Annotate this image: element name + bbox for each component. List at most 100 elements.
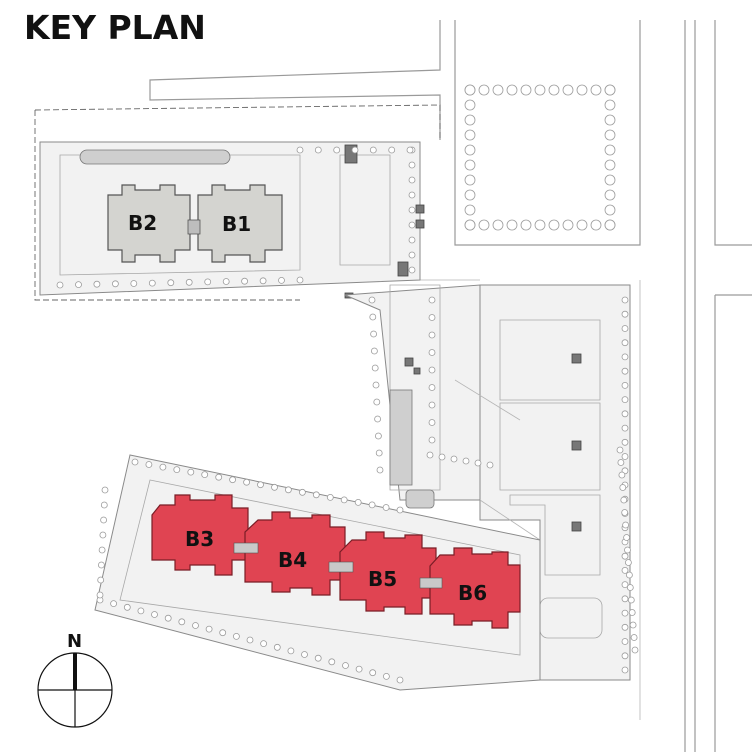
tree-icon	[631, 646, 639, 654]
tree-icon	[621, 310, 629, 318]
tree-icon	[151, 611, 158, 618]
tree-icon	[205, 625, 213, 633]
tree-icon	[232, 633, 240, 640]
tree-icon	[621, 623, 629, 631]
tree-icon	[617, 459, 625, 466]
tree-icon	[621, 552, 629, 560]
tree-icon	[428, 401, 436, 409]
tree-icon	[131, 458, 139, 466]
tree-icon	[296, 276, 304, 284]
tree-icon	[621, 296, 629, 304]
tree-icon	[396, 506, 404, 514]
tree-icon	[100, 516, 107, 524]
tree-icon	[464, 114, 476, 126]
tree-icon	[562, 84, 574, 96]
tree-icon	[112, 280, 119, 288]
tree-icon	[626, 584, 634, 591]
tree-icon	[478, 84, 490, 96]
tree-icon	[621, 396, 629, 404]
tree-icon	[621, 595, 629, 603]
tree-icon	[464, 84, 476, 96]
tree-icon	[604, 114, 616, 126]
tree-icon	[628, 609, 636, 616]
tree-icon	[604, 159, 616, 171]
tree-icon	[342, 662, 349, 669]
tree-icon	[376, 466, 384, 474]
tree-icon	[590, 219, 602, 231]
tree-icon	[296, 146, 304, 154]
tree-icon	[506, 84, 518, 96]
tree-icon	[621, 666, 629, 674]
key-plan-title: KEY PLAN	[24, 8, 206, 47]
tree-icon	[548, 84, 560, 96]
tree-icon	[215, 473, 223, 481]
tree-icon	[408, 176, 416, 184]
tree-icon	[621, 581, 629, 588]
tree-icon	[621, 381, 629, 389]
tree-icon	[408, 206, 416, 214]
building-b6: B6	[429, 547, 521, 629]
tree-icon	[370, 347, 378, 355]
tree-icon	[222, 278, 230, 285]
tree-icon	[464, 189, 476, 201]
tree-icon	[101, 486, 109, 494]
tree-icon	[621, 325, 629, 332]
tree-icon	[192, 622, 199, 629]
tree-icon	[621, 353, 629, 361]
tree-icon	[388, 146, 396, 154]
tree-icon	[625, 559, 632, 566]
tree-icon	[621, 652, 629, 660]
tree-icon	[241, 277, 249, 285]
tree-icon	[375, 449, 383, 457]
tree-icon	[259, 277, 267, 285]
tree-icon	[428, 436, 436, 444]
tree-icon	[621, 424, 629, 432]
building-label-b5: B5	[368, 567, 397, 591]
tree-icon	[110, 600, 117, 607]
tree-icon	[464, 129, 476, 141]
compass-north-label: N	[67, 631, 82, 652]
building-label-b4: B4	[278, 548, 307, 572]
tree-icon	[604, 99, 616, 111]
tree-icon	[478, 219, 490, 231]
tree-icon	[204, 278, 212, 286]
tree-icon	[201, 471, 209, 479]
tree-icon	[604, 129, 616, 141]
east-parcels	[454, 284, 631, 681]
tree-icon	[624, 546, 631, 554]
tree-icon	[621, 438, 629, 446]
tree-icon	[548, 219, 560, 231]
tree-icon	[98, 546, 106, 554]
tree-icon	[368, 296, 376, 304]
tree-icon	[621, 509, 629, 516]
tree-icon	[604, 219, 616, 231]
tree-icon	[351, 146, 359, 154]
building-label-b3: B3	[185, 527, 214, 551]
tree-icon	[372, 381, 380, 389]
tree-icon	[428, 366, 436, 374]
tree-icon	[621, 410, 629, 418]
tree-icon	[576, 84, 588, 96]
tree-icon	[474, 459, 482, 467]
tree-icon	[328, 658, 336, 666]
tree-icon	[576, 219, 588, 231]
tree-icon	[287, 647, 295, 655]
building-b1: B1	[197, 184, 283, 263]
tree-icon	[340, 496, 348, 504]
tree-icon	[408, 221, 416, 229]
tree-icon	[604, 84, 616, 96]
building-label-b2: B2	[128, 211, 157, 235]
tree-icon	[96, 591, 104, 599]
tree-icon	[298, 488, 306, 496]
tree-icon	[56, 281, 64, 289]
tree-icon	[492, 84, 504, 96]
tree-icon	[314, 146, 322, 154]
tree-icon	[396, 676, 404, 684]
tree-icon	[604, 204, 616, 216]
tree-icon	[408, 161, 416, 169]
tree-icon	[374, 415, 382, 423]
tree-icon	[369, 146, 377, 154]
tree-icon	[145, 461, 153, 468]
tree-icon	[534, 219, 546, 231]
